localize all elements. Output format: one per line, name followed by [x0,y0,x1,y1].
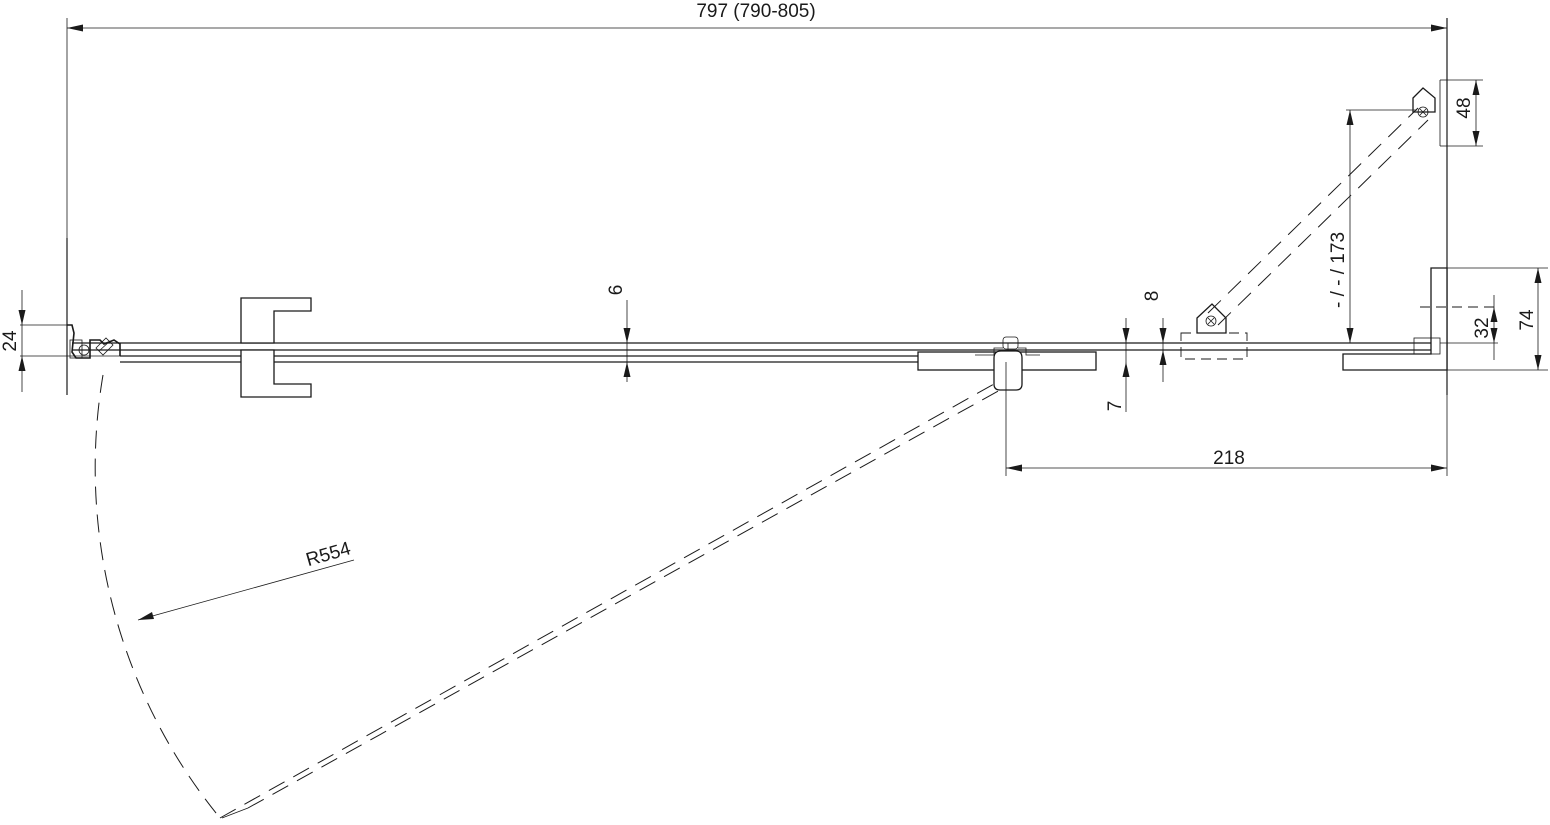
profile-dimensions: 32 74 [1472,268,1542,370]
left-wall-profile [20,324,121,359]
gap-bottom-label: 7 [1105,401,1126,412]
stabilizer-bracket [1180,87,1436,360]
bracket-range-label: - / - / 173 [1328,232,1349,308]
door-knob [240,297,312,398]
bracket-range-dimension: - / - / 173 [1328,109,1417,343]
bracket-height-label: 48 [1454,97,1475,118]
overall-width-label: 797 (790-805) [696,1,815,22]
handle-offset-dimension: 218 [1005,362,1448,476]
profile-width-label: 74 [1517,309,1538,331]
handle-offset-label: 218 [1213,448,1245,469]
door-swing-path [94,374,1001,819]
profile-inner-label: 32 [1472,317,1493,338]
gap-top-label: 8 [1142,291,1163,302]
wall-profile-depth-dimension: 24 [0,290,26,392]
bracket-height-dimension: 48 [1447,79,1483,147]
sliding-door-handle [917,336,1097,391]
swing-radius-leader: R554 [137,538,355,621]
gap-dimensions: 7 8 [1105,291,1167,412]
wall-profile-depth-label: 24 [0,330,21,352]
glass-thickness-dimension: 6 [606,285,631,382]
right-wall-profile [1342,267,1548,371]
swing-radius-label: R554 [304,538,354,571]
overall-width-dimension: 797 (790-805) [66,1,1448,238]
glass-thickness-label: 6 [606,285,627,296]
